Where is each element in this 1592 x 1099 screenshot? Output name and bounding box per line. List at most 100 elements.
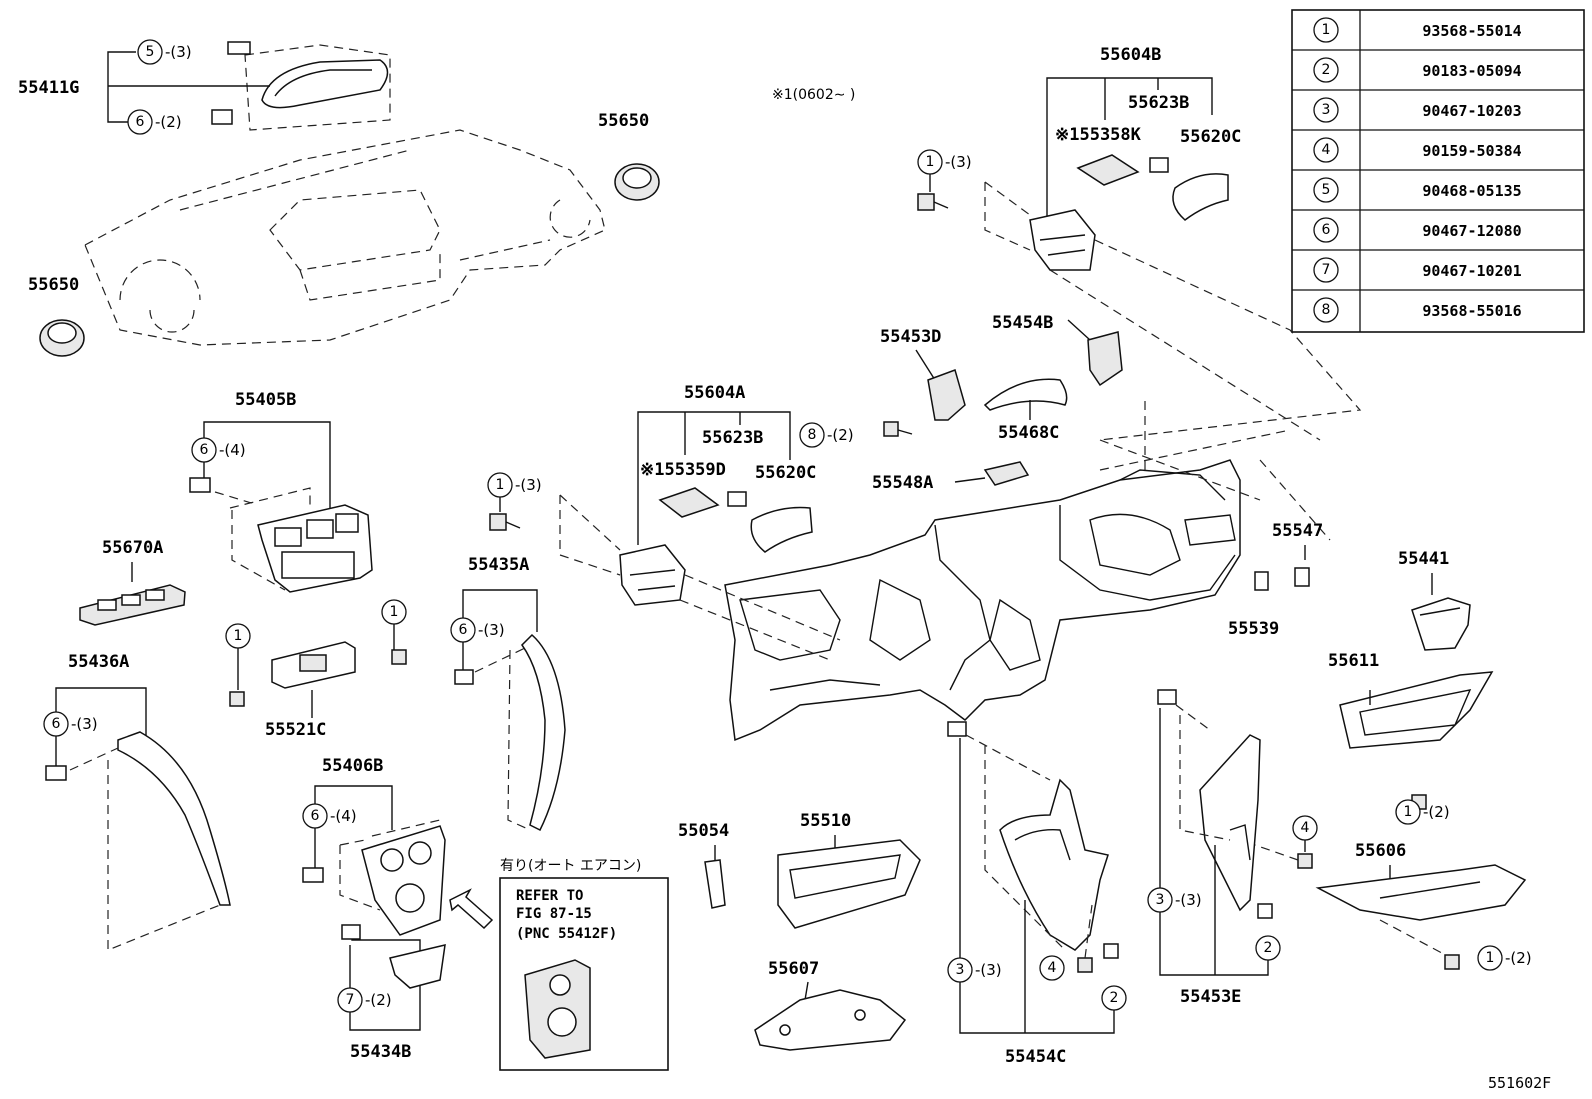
legend-num: 8: [1322, 302, 1331, 318]
label-55547: 55547: [1272, 521, 1323, 541]
part-55435a-side-trim: [521, 633, 566, 832]
callout-num: 6: [311, 808, 320, 824]
part-55453d-duct: [927, 369, 966, 421]
callout-6-2: 6-(2): [127, 109, 182, 135]
arrow-pointer-icon: [449, 888, 494, 930]
part-clip: [947, 721, 967, 737]
callout-qty: -(2): [365, 991, 392, 1009]
refbox-line2: FIG 87-15: [516, 906, 592, 922]
refbox-line1: REFER TO: [516, 888, 583, 904]
callout-num: 2: [1264, 940, 1273, 956]
label-55607: 55607: [768, 959, 819, 979]
part-55620c-louver-mid: [750, 506, 813, 553]
part-55405b-bezel: [257, 504, 373, 593]
part-55623b-clip-mid: [727, 491, 747, 507]
callout-num: 1: [1404, 804, 1413, 820]
label-55620c-top: 55620C: [1180, 127, 1241, 147]
callout-2-a: 2: [1101, 985, 1127, 1011]
callout-3-3-b: 3-(3): [1147, 887, 1202, 913]
callout-num: 4: [1301, 820, 1310, 836]
part-55670a-switch-panel: [79, 584, 186, 626]
callout-1-b: 1: [381, 599, 407, 625]
bolt-icon: [917, 193, 949, 211]
legend-num: 2: [1322, 62, 1331, 78]
callout-num: 2: [1110, 990, 1119, 1006]
legend-part: 90467-10203: [1422, 102, 1521, 120]
part-55436a-pillar-trim: [117, 731, 231, 906]
part-55453e-side-panel: [1199, 734, 1261, 912]
callout-num: 1: [390, 604, 399, 620]
instrument-panel-reinforcement: [724, 459, 1241, 742]
part-55539-clip: [1254, 571, 1269, 591]
label-55454b: 55454B: [992, 313, 1053, 333]
label-55453e: 55453E: [1180, 987, 1241, 1007]
label-55670a: 55670A: [102, 538, 163, 558]
callout-num: 1: [234, 628, 243, 644]
bolt-icon: [1297, 853, 1313, 869]
legend-num: 7: [1322, 262, 1331, 278]
callout-1-2-b: 1-(2): [1477, 945, 1532, 971]
label-55434b: 55434B: [350, 1042, 411, 1062]
label-55548a: 55548A: [872, 473, 933, 493]
label-55623b-top: 55623B: [1128, 93, 1189, 113]
part-55521c-panel: [271, 641, 356, 689]
part-clip: [454, 669, 474, 685]
legend-row: 6 90467-12080: [1313, 217, 1522, 243]
callout-8-2: 8-(2): [799, 422, 854, 448]
label-55453d: 55453D: [880, 327, 941, 347]
part-55406b-heater-panel: [361, 825, 446, 936]
legend-part: 90183-05094: [1422, 62, 1521, 80]
label-55539: 55539: [1228, 619, 1279, 639]
callout-num: 3: [1156, 892, 1165, 908]
callout-qty: -(3): [975, 961, 1002, 979]
label-55604b: 55604B: [1100, 45, 1161, 65]
callout-1-3-top: 1-(3): [917, 149, 972, 175]
label-55358k: ※155358K: [1055, 125, 1142, 145]
reference-box: REFER TO FIG 87-15 (PNC 55412F): [499, 877, 669, 1071]
diagram-code: 551602F: [1488, 1074, 1551, 1092]
bolt-icon: [489, 513, 521, 531]
part-55650-left-vent: [39, 319, 85, 357]
callout-qty: -(4): [330, 807, 357, 825]
part-55623b-clip-top: [1149, 157, 1169, 173]
label-55454c: 55454C: [1005, 1047, 1066, 1067]
callout-qty: -(3): [71, 715, 98, 733]
part-55468c-bracket: [983, 378, 1068, 411]
label-55620c-mid: 55620C: [755, 463, 816, 483]
part-55441-box: [1411, 597, 1471, 651]
bolt-icon: [883, 421, 913, 437]
legend-num: 6: [1322, 222, 1331, 238]
label-55604a: 55604A: [684, 383, 745, 403]
label-55606: 55606: [1355, 841, 1406, 861]
callout-7-2: 7-(2): [337, 987, 392, 1013]
callout-num: 8: [808, 427, 817, 443]
legend-part: 90468-05135: [1422, 182, 1521, 200]
callout-6-4-a: 6-(4): [191, 437, 246, 463]
callout-num: 6: [136, 114, 145, 130]
callout-qty: -(4): [219, 441, 246, 459]
part-55359d-pad: [658, 487, 720, 518]
legend-part: 90159-50384: [1422, 142, 1521, 160]
part-clip: [1103, 943, 1119, 959]
legend-part: 90467-12080: [1422, 222, 1521, 240]
legend-num: 1: [1322, 22, 1331, 38]
part-55510-glove-box: [777, 839, 921, 929]
bolt-icon: [1077, 957, 1093, 973]
label-55411g: 55411G: [18, 78, 79, 98]
callout-num: 1: [926, 154, 935, 170]
callout-4-b: 4: [1292, 815, 1318, 841]
label-55521c: 55521C: [265, 720, 326, 740]
legend-num: 5: [1322, 182, 1331, 198]
callout-6-3-b: 6-(3): [43, 711, 98, 737]
legend-row: 2 90183-05094: [1313, 57, 1522, 83]
callout-1-a: 1: [225, 623, 251, 649]
label-55611: 55611: [1328, 651, 1379, 671]
part-clip: [189, 477, 211, 493]
part-register-center-top: [1029, 209, 1096, 271]
part-clip: [341, 924, 361, 940]
